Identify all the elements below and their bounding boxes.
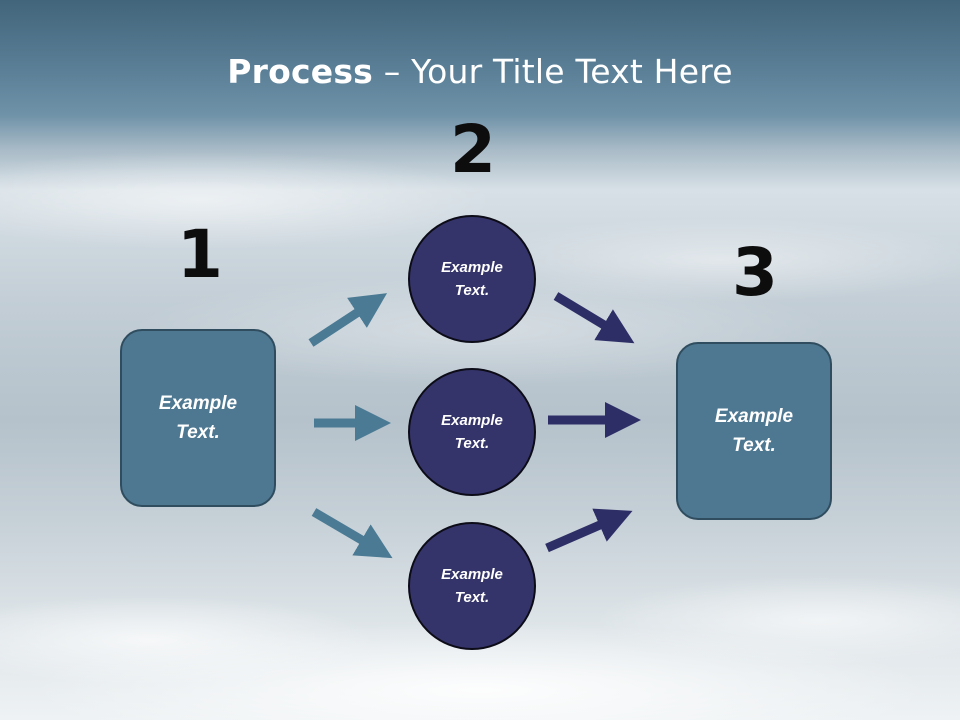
step-1-box[interactable]: Example Text. <box>120 329 276 507</box>
step-1-text-line1: Example <box>158 393 238 414</box>
circle-top-text-line1: Example <box>441 259 503 276</box>
step-2-circle-bottom[interactable]: Example Text. <box>408 522 536 650</box>
circle-middle-text-line2: Text. <box>454 435 490 452</box>
circle-top-text-line2: Text. <box>454 282 490 299</box>
step-3-text-line2: Text. <box>732 435 776 456</box>
arrow-from-bottom-circle <box>545 508 633 553</box>
step-2-circle-middle[interactable]: Example Text. <box>408 368 536 496</box>
step-number-1: 1 <box>177 216 223 293</box>
step-2-circle-top[interactable]: Example Text. <box>408 215 536 343</box>
title-bold: Process <box>227 52 374 91</box>
arrow-from-top-circle <box>553 292 635 344</box>
circle-middle-text-line1: Example <box>441 412 503 429</box>
step-3-text-line1: Example <box>714 406 794 427</box>
circle-bottom-text-line2: Text. <box>454 589 490 606</box>
title-rest: – Your Title Text Here <box>373 52 733 91</box>
step-1-text-line2: Text. <box>176 422 220 443</box>
step-number-3: 3 <box>732 234 778 311</box>
arrow-to-top-circle <box>308 293 388 347</box>
arrow-to-bottom-circle <box>311 508 393 559</box>
slide-title: Process – Your Title Text Here <box>0 52 960 91</box>
step-number-2: 2 <box>450 111 496 188</box>
circle-bottom-text-line1: Example <box>441 566 503 583</box>
step-3-box[interactable]: Example Text. <box>676 342 832 520</box>
